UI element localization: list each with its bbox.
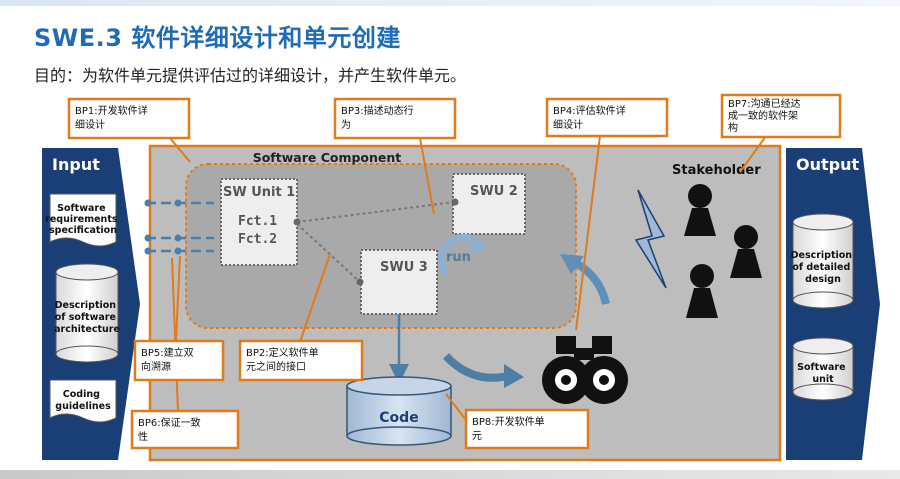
swu-3: SWU 3 [360,249,438,315]
bp7-box: BP7:沟通已经达 成一致的软件架 构 [720,93,842,139]
connector-dot [293,218,301,226]
bp7-line1: BP7:沟通已经达 [728,97,801,110]
bp6-line2: 性 [138,430,148,443]
binoculars-icon [542,336,628,404]
fct1-label: Fct.1 [238,214,277,229]
output-doc-software-unit-line1: Software [797,362,845,373]
bp4-line1: BP4:评估软件详 [553,104,626,117]
input-doc-requirements-line1: Software [57,203,105,214]
input-doc-architecture-line2: of software [55,312,116,323]
bp5-line2: 向溯源 [141,360,171,373]
connector-fct1-swu3 [296,223,361,283]
bp6-line1: BP6:保证一致 [138,416,201,429]
input-doc-requirements-line2: requirements [45,214,118,225]
input-doc-coding-line2: guidelines [55,401,111,412]
communication-arrow-icon [634,189,667,289]
svg-text:Software requirements: Software requirements specification [45,203,121,236]
svg-text:Coding guidelines: Coding guidelines [55,389,111,412]
bp8-box: BP8:开发软件单 元 [464,408,590,450]
input-doc-coding [49,379,117,423]
output-doc-detailed-design [792,213,854,309]
stakeholder-person-icon [684,184,716,236]
svg-text:BP5:建立双 向溯源: BP5:建立双 向溯源 [141,346,197,373]
svg-text:BP2:定义软件单 元之间的接口: BP2:定义软件单 元之间的接口 [246,346,322,373]
input-trace-links [144,199,214,255]
bp3-line1: BP3:描述动态行 [341,104,414,117]
stakeholder-person-icon [686,264,718,318]
svg-text:BP8:开发软件单 元: BP8:开发软件单 元 [472,415,548,442]
output-doc-software-unit [792,337,854,401]
input-doc-coding-line1: Coding [63,389,100,400]
bp4-box: BP4:评估软件详 细设计 [545,97,669,138]
run-label: run [446,250,471,265]
swu-3-label: SWU 3 [380,260,428,275]
bp3-line2: 为 [341,119,351,131]
software-component-label: Software Component [253,150,402,165]
bp2-line1: BP2:定义软件单 [246,346,319,359]
bp-callout-pointers [169,135,767,421]
svg-text:Software unit: Software unit [797,362,849,385]
top-accent-bar [0,0,900,6]
bp1-box: BP1:开发软件详 细设计 [67,97,191,140]
page-subtitle: 目的：为软件单元提供评估过的详细设计，并产生软件单元。 [34,66,467,85]
stakeholder-label: Stakeholder [672,163,761,178]
svg-text:BP1:开发软件详 细设计: BP1:开发软件详 细设计 [75,104,151,131]
swu-2-label: SWU 2 [470,184,518,199]
bp5-line1: BP5:建立双 [141,346,194,359]
output-doc-detailed-design-line3: design [805,274,841,285]
curved-arrow-to-binoculars [443,353,524,388]
output-doc-detailed-design-line2: of detailed [792,262,850,273]
input-doc-architecture [55,263,119,363]
bp3-box: BP3:描述动态行 为 [333,97,457,140]
bp1-line2: 细设计 [75,118,105,131]
fct2-label: Fct.2 [238,232,277,247]
code-cylinder [346,376,452,446]
bp2-box: BP2:定义软件单 元之间的接口 [238,339,364,382]
output-doc-software-unit-line2: unit [812,374,834,385]
stakeholder-person-icon [730,225,762,278]
connector-dot [451,198,459,206]
connector-dot [356,278,364,286]
curved-arrow-from-binoculars [560,254,610,305]
output-panel: Output Description of detailed design So… [786,148,880,460]
bp7-line2: 成一致的软件架 [728,109,798,122]
page-title: SWE.3 软件详细设计和单元创建 [34,24,401,52]
bp7-line3: 构 [728,121,738,134]
bp2-line2: 元之间的接口 [246,360,306,373]
svg-text:Description of software: Description of software architecture [54,300,120,335]
bottom-accent-bar [0,470,900,479]
code-label: Code [379,410,418,426]
input-doc-architecture-line1: Description [55,300,117,311]
input-doc-architecture-line3: architecture [54,324,120,335]
input-panel: Input Software requirements specificatio… [42,148,140,460]
output-label: Output [796,155,859,174]
input-doc-requirements [49,193,117,247]
bp6-box: BP6:保证一致 性 [130,409,240,450]
bp8-line1: BP8:开发软件单 [472,415,545,428]
input-doc-requirements-line3: specification [49,225,117,236]
swu-2: SWU 2 [452,173,526,235]
bp4-line2: 细设计 [553,118,583,131]
connector-fct1-swu2 [296,201,456,223]
svg-text:BP3:描述动态行 为: BP3:描述动态行 为 [341,104,417,131]
sw-unit-1-label: SW Unit 1 [223,185,295,200]
bp5-box: BP5:建立双 向溯源 [133,339,225,382]
bp1-line1: BP1:开发软件详 [75,104,148,117]
svg-text:Description of detailed: Description of detailed design [791,250,856,285]
sw-unit-1: SW Unit 1 Fct.1 Fct.2 [220,178,298,266]
run-cycle-icon [437,233,488,279]
bp8-line2: 元 [472,431,482,442]
output-doc-detailed-design-line1: Description [791,250,853,261]
svg-text:BP4:评估软件详 细设计: BP4:评估软件详 细设计 [553,104,629,131]
svg-text:BP6:保证一致 性: BP6:保证一致 性 [138,416,204,443]
svg-text:BP7:沟通已经达 成一致的软件架: BP7:沟通已经达 成一致的软件架 构 [728,97,804,134]
input-label: Input [52,155,100,174]
